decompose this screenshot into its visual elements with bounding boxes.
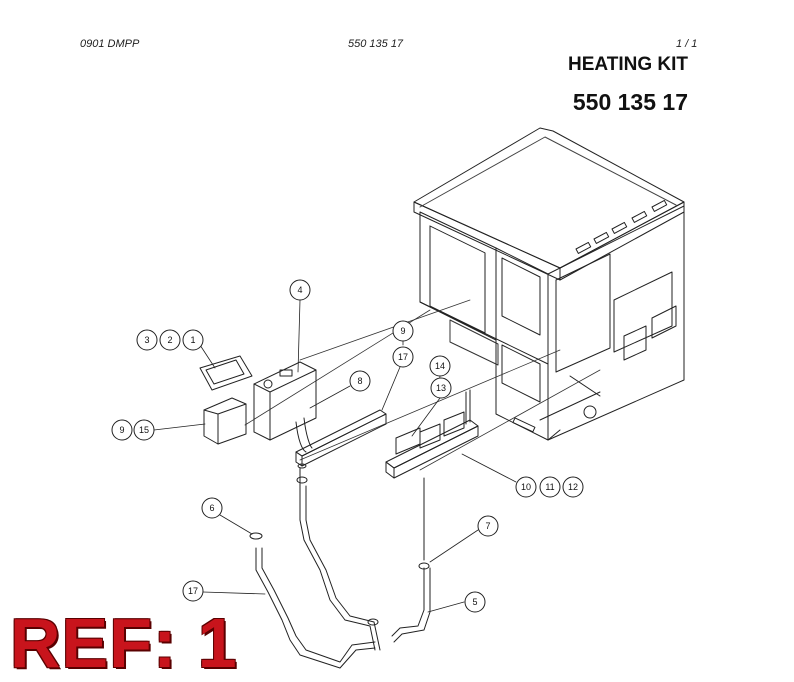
ref-label: REF: 1 [10,604,238,682]
callout-6: 6 [201,497,223,519]
callout-2: 2 [159,329,181,351]
callout-12: 12 [562,476,584,498]
svg-text:3: 3 [144,335,149,345]
svg-text:17: 17 [398,352,408,362]
svg-text:9: 9 [119,425,124,435]
callout-9-left: 9 [111,419,133,441]
kit-number: 550 135 17 [572,89,688,115]
cab-drawing [413,127,685,441]
callout-bubbles: 3 2 1 4 9 15 8 9 17 14 13 10 11 12 6 7 1… [111,279,584,613]
kit-title: HEATING KIT [568,54,688,75]
callout-14: 14 [429,355,451,377]
page-number: 1 / 1 [676,38,698,50]
callout-15: 15 [133,419,155,441]
callout-13: 13 [430,377,452,399]
svg-text:11: 11 [545,482,554,492]
callout-17-bottom: 17 [182,580,204,602]
callout-7: 7 [477,515,499,537]
callout-10: 10 [515,476,537,498]
svg-text:13: 13 [436,383,446,393]
svg-text:14: 14 [435,361,445,371]
callout-11: 11 [539,476,561,498]
callout-8: 8 [349,370,371,392]
svg-text:4: 4 [297,285,302,295]
callout-4: 4 [289,279,311,301]
svg-text:10: 10 [521,482,531,492]
svg-text:6: 6 [209,503,214,513]
svg-text:8: 8 [357,376,362,386]
svg-text:5: 5 [472,597,477,607]
callout-3: 3 [136,329,158,351]
callout-1: 1 [182,329,204,351]
leader-lines [153,299,517,613]
document-code: 0901 DMPP [80,38,140,50]
svg-text:12: 12 [568,482,578,492]
svg-text:15: 15 [139,425,149,435]
svg-text:2: 2 [167,335,172,345]
callout-17-top: 17 [392,346,414,368]
components [199,355,479,669]
callout-9-top: 9 [392,320,414,342]
callout-5: 5 [464,591,486,613]
assembly-lines [244,299,601,471]
header-part-number: 550 135 17 [348,38,404,50]
svg-text:7: 7 [485,521,490,531]
svg-text:1: 1 [190,335,195,345]
svg-text:17: 17 [188,586,198,596]
svg-text:9: 9 [400,326,405,336]
